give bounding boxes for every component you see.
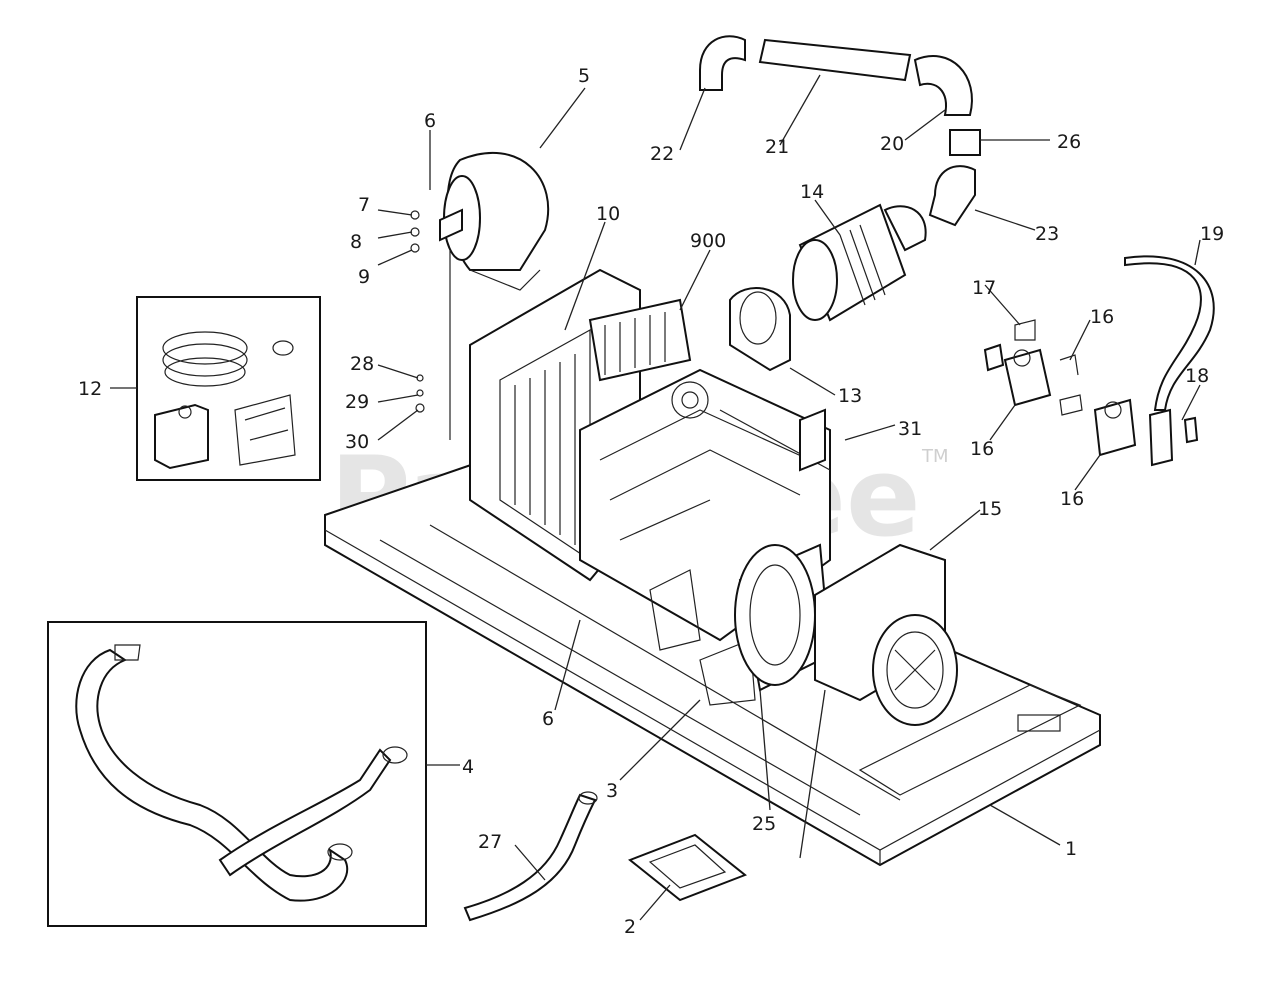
callout-14: 14 <box>800 181 824 203</box>
callout-26: 26 <box>1057 131 1081 153</box>
callout-29: 29 <box>345 391 369 413</box>
callout-18-right: 18 <box>1185 365 1209 387</box>
callout-numbers: 5 6 7 8 9 10 900 12 28 29 30 22 21 20 26… <box>78 65 1224 938</box>
callout-17: 17 <box>972 277 996 299</box>
callout-16-mid: 16 <box>970 438 994 460</box>
callout-900: 900 <box>690 230 726 252</box>
callout-2: 2 <box>624 916 636 938</box>
callout-6-top: 6 <box>424 110 436 132</box>
callout-16-low: 16 <box>1060 488 1084 510</box>
alternator <box>734 543 958 726</box>
watermark-trademark: TM <box>921 446 949 467</box>
callout-9: 9 <box>358 266 370 288</box>
callout-3: 3 <box>606 780 618 802</box>
fuel-system <box>983 255 1215 467</box>
callout-6-low: 6 <box>542 708 554 730</box>
callout-20: 20 <box>880 133 904 155</box>
callout-28: 28 <box>350 353 374 375</box>
air-cleaner <box>729 203 927 372</box>
callout-22: 22 <box>650 143 674 165</box>
coolant-hose <box>463 791 598 922</box>
callout-4: 4 <box>462 756 474 778</box>
inset-exhaust-box <box>47 621 427 927</box>
intake-hoses <box>699 35 981 227</box>
callout-21-top: 21 <box>765 136 789 158</box>
callout-1: 1 <box>1065 838 1077 860</box>
muffler-hardware <box>410 210 425 413</box>
callout-5: 5 <box>578 65 590 87</box>
drip-plate <box>628 833 747 902</box>
muffler <box>439 151 550 440</box>
callout-30: 30 <box>345 431 369 453</box>
callout-8: 8 <box>350 231 362 253</box>
callout-15: 15 <box>978 498 1002 520</box>
callout-13: 13 <box>838 385 862 407</box>
callout-27: 27 <box>478 831 502 853</box>
callout-16-top: 16 <box>1090 306 1114 328</box>
callout-31: 31 <box>898 418 922 440</box>
inset-kit-box <box>136 296 321 481</box>
callout-7: 7 <box>358 194 370 216</box>
callout-12: 12 <box>78 378 102 400</box>
callout-10: 10 <box>596 203 620 225</box>
callout-23: 23 <box>1035 223 1059 245</box>
leader-lines <box>110 74 1201 921</box>
callout-19: 19 <box>1200 223 1224 245</box>
callout-25: 25 <box>752 813 776 835</box>
